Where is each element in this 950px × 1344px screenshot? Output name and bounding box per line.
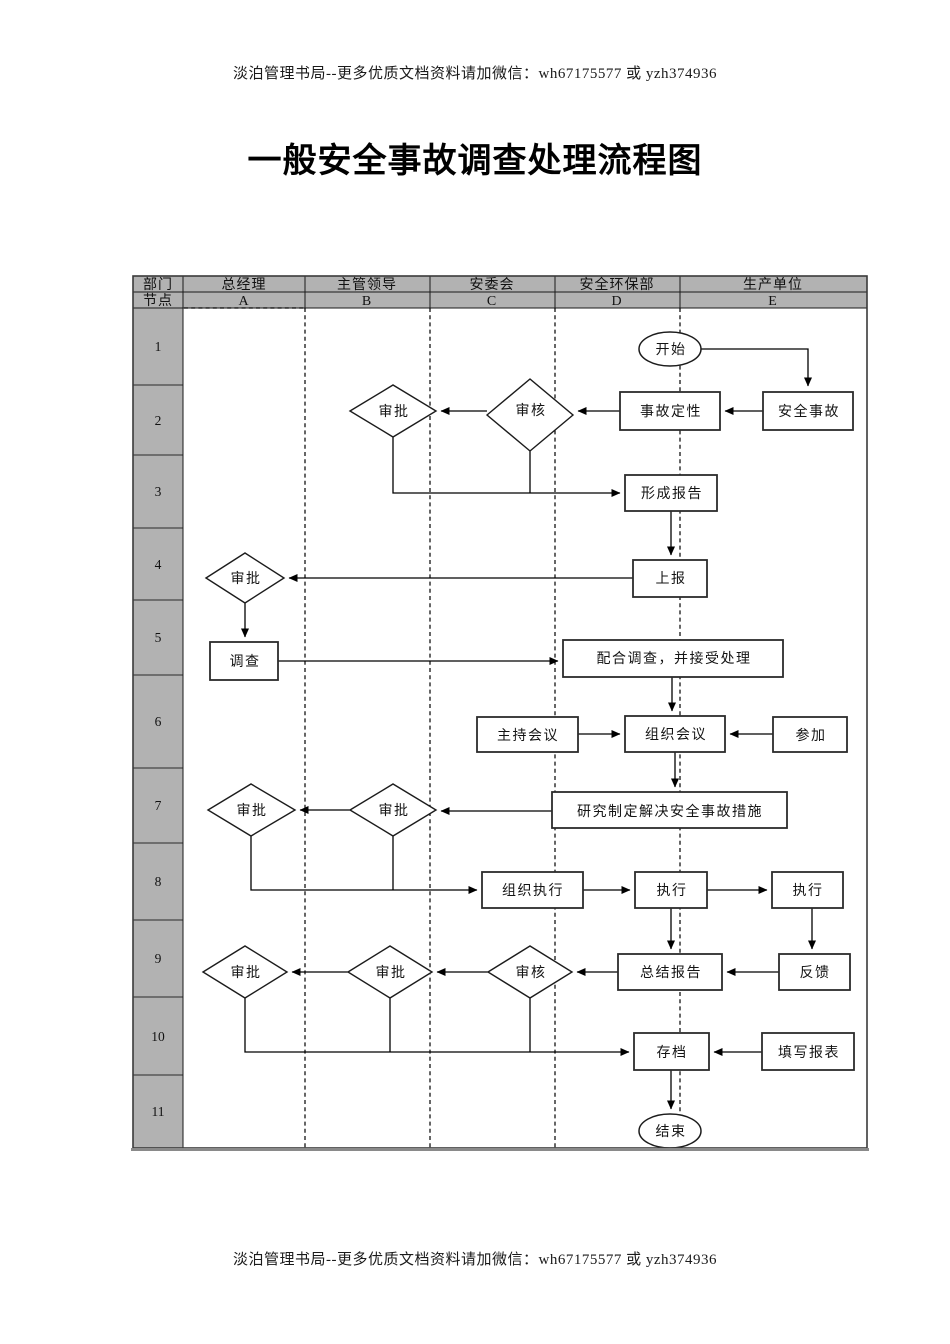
row-number: 7: [155, 798, 162, 813]
lane-header-gm: 总经理: [222, 277, 267, 293]
svg-text:审批: 审批: [231, 571, 262, 587]
svg-text:执行: 执行: [657, 883, 688, 899]
flow-node-approve-b-row2: 审批: [348, 384, 438, 438]
svg-text:形成报告: 形成报告: [641, 486, 703, 502]
footer-promo-note: 淡泊管理书局--更多优质文档资料请加微信：wh67175577 或 yzh374…: [233, 1252, 717, 1268]
svg-text:审批: 审批: [376, 965, 407, 981]
flow-node-review-row9: 审核: [486, 945, 574, 999]
flow-node-attend: 参加: [772, 716, 848, 753]
svg-text:事故定性: 事故定性: [640, 404, 702, 420]
flow-node-approve-a-row9: 审批: [201, 945, 289, 999]
flow-node-fill-form: 填写报表: [761, 1032, 855, 1071]
svg-text:审批: 审批: [379, 404, 410, 420]
svg-text:开始: 开始: [656, 342, 687, 358]
svg-text:组织执行: 组织执行: [502, 883, 564, 899]
row-number: 9: [155, 951, 162, 966]
corner-node-label: 节点: [143, 293, 173, 309]
flow-connectors: [241, 348, 816, 1110]
table-frame: [131, 275, 869, 1151]
row-number: 5: [155, 630, 162, 645]
row-number: 4: [155, 557, 162, 572]
flow-node-report-up: 上报: [632, 559, 708, 598]
svg-text:参加: 参加: [796, 727, 827, 744]
svg-text:配合调查，并接受处理: 配合调查，并接受处理: [597, 650, 752, 667]
flow-node-accident: 安全事故: [762, 391, 854, 431]
svg-text:调查: 调查: [230, 654, 261, 670]
svg-text:审核: 审核: [516, 965, 547, 981]
lane-header-committee: 安委会: [470, 277, 515, 293]
lane-node-c: C: [487, 294, 497, 309]
svg-text:主持会议: 主持会议: [497, 728, 559, 744]
svg-text:审核: 审核: [516, 403, 547, 419]
svg-text:填写报表: 填写报表: [778, 1045, 840, 1061]
flow-nodes: 开始 安全事故 事故定性 审核 审批 形成报告 上报 审批: [201, 331, 855, 1149]
flow-node-execute-d: 执行: [634, 871, 708, 909]
row-number: 6: [155, 714, 162, 729]
header-promo-note: 淡泊管理书局--更多优质文档资料请加微信：wh67175577 或 yzh374…: [233, 66, 717, 82]
flow-node-start: 开始: [638, 331, 702, 367]
lane-node-e: E: [768, 294, 778, 309]
flow-node-approve-a-row4: 审批: [204, 552, 286, 604]
svg-text:审批: 审批: [231, 965, 262, 981]
svg-text:组织会议: 组织会议: [645, 727, 707, 743]
page-title: 一般安全事故调查处理流程图: [247, 142, 703, 180]
flow-node-end: 结束: [638, 1113, 702, 1149]
lane-node-b: B: [362, 294, 372, 309]
flow-node-summary-report: 总结报告: [617, 953, 723, 991]
flow-node-archive: 存档: [633, 1032, 710, 1071]
svg-text:总结报告: 总结报告: [640, 965, 702, 981]
lane-dividers: [184, 307, 681, 1148]
row-number: 2: [155, 413, 162, 428]
svg-text:执行: 执行: [793, 883, 824, 899]
svg-text:存档: 存档: [657, 1045, 688, 1061]
svg-text:安全事故: 安全事故: [778, 403, 840, 420]
lane-header-supervisor: 主管领导: [337, 277, 397, 293]
lane-node-d: D: [611, 294, 622, 309]
lane-header-ehs: 安全环保部: [580, 276, 655, 293]
table-header: 部门 总经理 主管领导 安委会 安全环保部 生产单位 节点 A B C D E: [132, 275, 868, 309]
flow-node-investigate: 调查: [209, 641, 279, 681]
row-number: 8: [155, 874, 162, 889]
svg-text:审批: 审批: [379, 803, 410, 819]
flow-node-form-report: 形成报告: [624, 474, 718, 512]
flow-node-approve-b-row7: 审批: [348, 783, 438, 837]
flow-node-host-meeting: 主持会议: [476, 716, 579, 753]
row-number-column: 1 2 3 4 5 6 7 8 9 10 11: [132, 307, 184, 1149]
flow-node-review-row2: 审核: [485, 378, 575, 452]
svg-text:反馈: 反馈: [800, 965, 831, 981]
corner-dept-label: 部门: [143, 277, 173, 293]
flow-node-approve-a-row7: 审批: [206, 783, 297, 837]
flow-node-classify: 事故定性: [619, 391, 721, 431]
flow-node-approve-b-row9: 审批: [346, 945, 434, 999]
row-number: 1: [155, 339, 162, 354]
flow-node-develop-measures: 研究制定解决安全事故措施: [551, 791, 788, 829]
svg-text:上报: 上报: [656, 571, 687, 587]
svg-text:研究制定解决安全事故措施: 研究制定解决安全事故措施: [577, 803, 763, 820]
row-number: 11: [152, 1104, 165, 1119]
flow-node-organize-execute: 组织执行: [481, 871, 584, 909]
svg-text:审批: 审批: [237, 803, 268, 819]
svg-text:结束: 结束: [656, 1124, 687, 1140]
flow-node-cooperate: 配合调查，并接受处理: [562, 639, 784, 678]
row-number: 10: [151, 1029, 165, 1044]
flow-node-feedback: 反馈: [778, 953, 851, 991]
lane-node-a: A: [238, 294, 249, 309]
flow-node-organize-meeting: 组织会议: [624, 715, 726, 753]
row-number: 3: [155, 484, 162, 499]
flow-node-execute-e: 执行: [771, 871, 844, 909]
lane-header-production: 生产单位: [743, 277, 803, 293]
